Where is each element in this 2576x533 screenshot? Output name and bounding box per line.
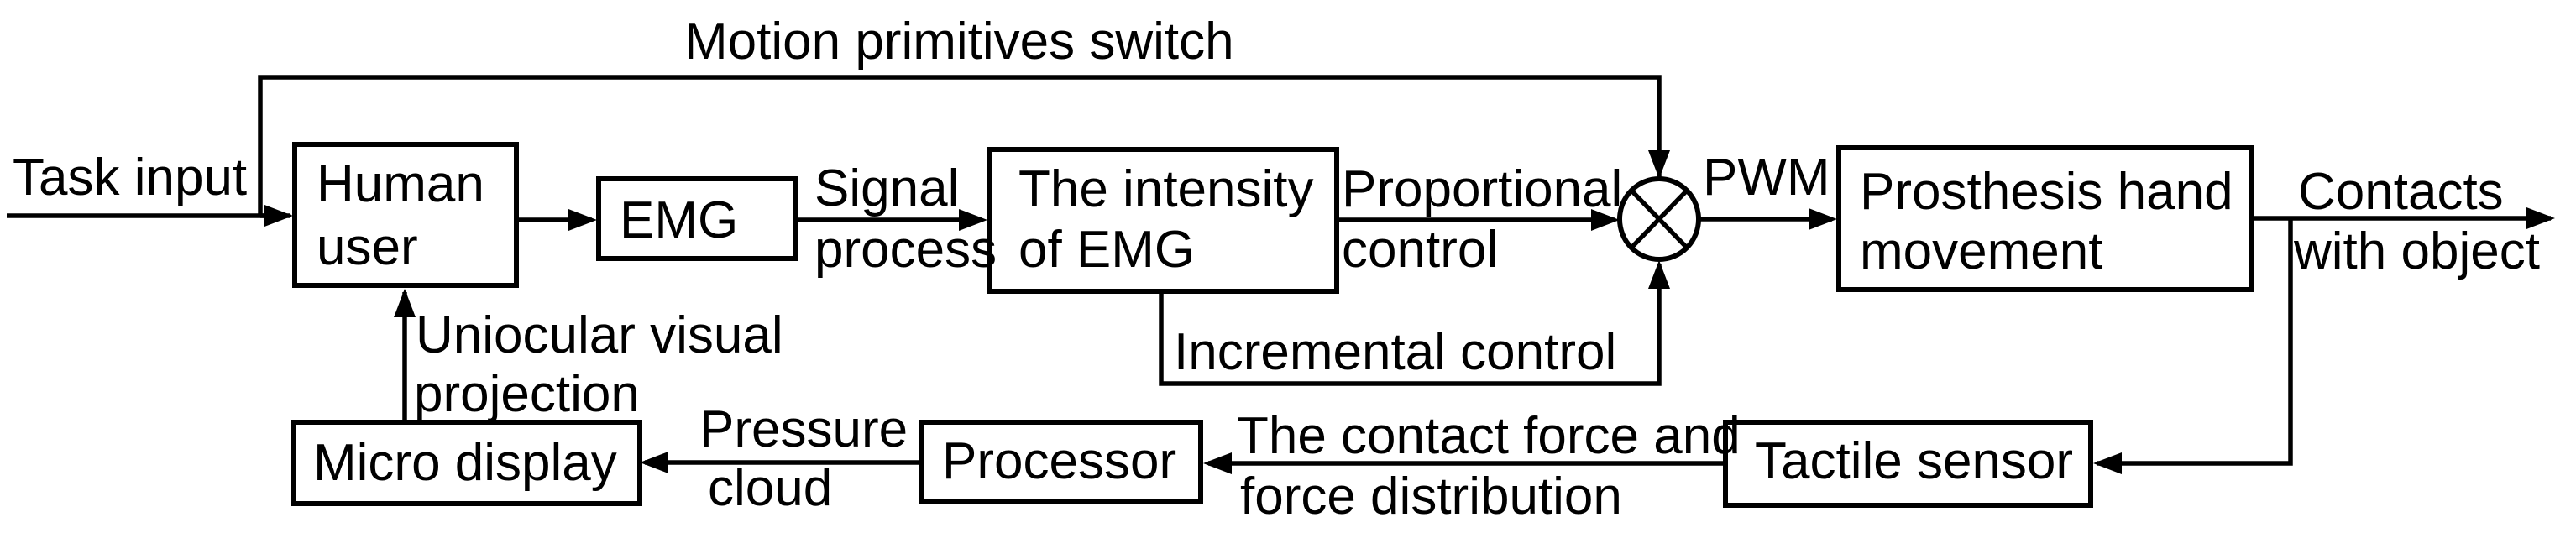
micro-display-label: Micro display	[313, 434, 617, 492]
motion-primitives-arrowhead	[1648, 150, 1670, 179]
processor-label: Processor	[942, 432, 1176, 490]
contacts-label-line2: with object	[2293, 222, 2540, 280]
contacts-arrowhead	[2526, 207, 2555, 229]
uniocular-arrowhead	[394, 289, 416, 317]
human-to-emg-arrowhead	[568, 209, 597, 231]
motion-primitives-label: Motion primitives switch	[684, 13, 1234, 71]
emg-intensity-label-line2: of EMG	[1018, 221, 1195, 279]
processor-to-display-arrowhead	[640, 452, 668, 473]
signal-process-label-line1: Signal	[814, 159, 959, 217]
signal-process-label-line2: process	[814, 221, 997, 279]
pressure-cloud-label-line2: cloud	[708, 459, 832, 517]
incremental-arrowhead	[1648, 260, 1670, 289]
uniocular-label-line1: Uniocular visual	[416, 306, 783, 364]
task-input-arrowhead	[264, 205, 293, 227]
tactile-to-processor-arrowhead	[1203, 452, 1232, 474]
incremental-control-label: Incremental control	[1174, 323, 1616, 381]
contacts-label-line1: Contacts	[2298, 163, 2504, 221]
pressure-cloud-label-line1: Pressure	[699, 400, 908, 458]
prosthesis-label-line1: Prosthesis hand	[1860, 163, 2233, 221]
motion-primitives-wire	[258, 75, 1662, 216]
pwm-label: PWM	[1703, 149, 1830, 206]
emg-intensity-box	[987, 147, 1339, 294]
human-user-label-line2: user	[317, 218, 418, 276]
pwm-arrowhead	[1809, 208, 1837, 230]
contact-force-label-line2: force distribution	[1240, 468, 1622, 525]
signal-process-arrowhead	[959, 209, 987, 231]
feedback-down-wire	[2097, 218, 2293, 466]
feedback-to-tactile-arrowhead	[2093, 452, 2122, 474]
task-input-label: Task input	[13, 149, 247, 206]
proportional-arrowhead	[1591, 209, 1620, 231]
proportional-control-label-line2: control	[1342, 221, 1498, 279]
contact-force-label-line1: The contact force and	[1237, 407, 1741, 465]
human-user-label-line1: Human	[317, 155, 484, 213]
incremental-wire	[1159, 264, 1662, 386]
micro-display-box	[291, 420, 642, 506]
prosthesis-box	[1836, 145, 2254, 292]
prosthesis-label-line2: movement	[1860, 222, 2102, 280]
processor-box	[919, 420, 1203, 504]
proportional-control-label-line1: Proportional	[1342, 160, 1622, 218]
human-user-box	[292, 142, 519, 288]
emg-intensity-label-line1: The intensity	[1018, 160, 1314, 218]
emg-box	[596, 176, 798, 261]
tactile-sensor-box	[1723, 420, 2093, 508]
multiply-junction-x-stroke2	[1630, 189, 1689, 249]
tactile-sensor-label: Tactile sensor	[1755, 432, 2073, 490]
multiply-junction	[1617, 176, 1701, 262]
emg-label: EMG	[620, 191, 738, 249]
uniocular-label-line2: projection	[414, 365, 640, 423]
